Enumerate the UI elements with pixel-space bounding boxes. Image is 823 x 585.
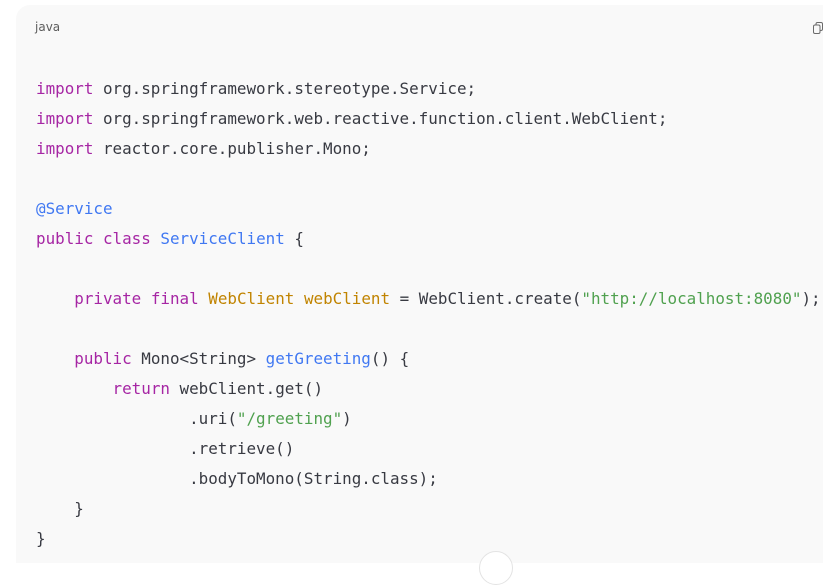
code-line: } xyxy=(36,494,823,524)
code-token-plain: ); xyxy=(801,289,821,308)
code-line: import org.springframework.web.reactive.… xyxy=(36,104,823,134)
code-line xyxy=(36,254,823,284)
code-token-plain: .bodyToMono(String.class); xyxy=(36,469,438,488)
code-token-type: webClient xyxy=(303,289,391,308)
code-token-plain: .uri( xyxy=(36,409,237,428)
code-token-plain xyxy=(199,289,209,308)
code-token-plain: } xyxy=(36,529,46,548)
code-token-kw: public xyxy=(36,229,94,248)
code-line xyxy=(36,314,823,344)
code-token-kw: import xyxy=(36,79,94,98)
code-line: } xyxy=(36,524,823,554)
code-line: @Service xyxy=(36,194,823,224)
code-token-kw: class xyxy=(102,229,151,248)
code-token-type: WebClient xyxy=(208,289,295,308)
code-line: .retrieve() xyxy=(36,434,823,464)
code-line: private final WebClient webClient = WebC… xyxy=(36,284,823,314)
code-token-plain: webClient.get() xyxy=(169,379,324,398)
code-token-plain xyxy=(151,229,161,248)
code-line: return webClient.get() xyxy=(36,374,823,404)
code-token-plain xyxy=(36,379,113,398)
code-block: java import org.springframework.stereoty… xyxy=(16,5,823,563)
code-token-plain: Mono<String> xyxy=(131,349,266,368)
code-token-plain: () { xyxy=(370,349,410,368)
code-line: public Mono<String> getGreeting() { xyxy=(36,344,823,374)
copy-icon[interactable] xyxy=(813,21,823,34)
code-line: .uri("/greeting") xyxy=(36,404,823,434)
code-token-anno: @Service xyxy=(36,199,113,218)
code-token-kw: public xyxy=(74,349,132,368)
code-line: .bodyToMono(String.class); xyxy=(36,464,823,494)
code-token-plain xyxy=(36,289,74,308)
code-token-plain: reactor.core.publisher.Mono; xyxy=(93,139,371,158)
code-content: import org.springframework.stereotype.Se… xyxy=(36,74,823,554)
code-token-kw: final xyxy=(150,289,199,308)
code-token-plain: ) xyxy=(342,409,352,428)
code-token-kw: return xyxy=(112,379,170,398)
code-block-header: java xyxy=(16,5,823,50)
code-token-str: "/greeting" xyxy=(236,409,343,428)
code-token-plain: org.springframework.web.reactive.functio… xyxy=(93,109,668,128)
code-token-plain xyxy=(294,289,304,308)
code-token-plain: { xyxy=(284,229,304,248)
code-token-plain: org.springframework.stereotype.Service; xyxy=(93,79,477,98)
code-token-kw: import xyxy=(36,109,94,128)
code-line: import reactor.core.publisher.Mono; xyxy=(36,134,823,164)
code-language-label: java xyxy=(35,20,61,34)
code-token-plain: .retrieve() xyxy=(36,439,295,458)
code-line xyxy=(36,164,823,194)
code-token-plain: = WebClient.create( xyxy=(390,289,582,308)
code-token-plain xyxy=(93,229,103,248)
code-token-kw: private xyxy=(74,289,142,308)
code-token-str: "http://localhost:8080" xyxy=(581,289,802,308)
copy-icon-glyph xyxy=(813,22,823,34)
code-token-fn: getGreeting xyxy=(265,349,371,368)
code-token-kw: import xyxy=(36,139,94,158)
code-line: public class ServiceClient { xyxy=(36,224,823,254)
scroll-down-button[interactable] xyxy=(479,551,513,585)
code-line: import org.springframework.stereotype.Se… xyxy=(36,74,823,104)
code-token-plain xyxy=(36,349,74,368)
code-token-plain: } xyxy=(36,499,84,518)
code-token-plain xyxy=(141,289,151,308)
code-token-fn: ServiceClient xyxy=(160,229,285,248)
